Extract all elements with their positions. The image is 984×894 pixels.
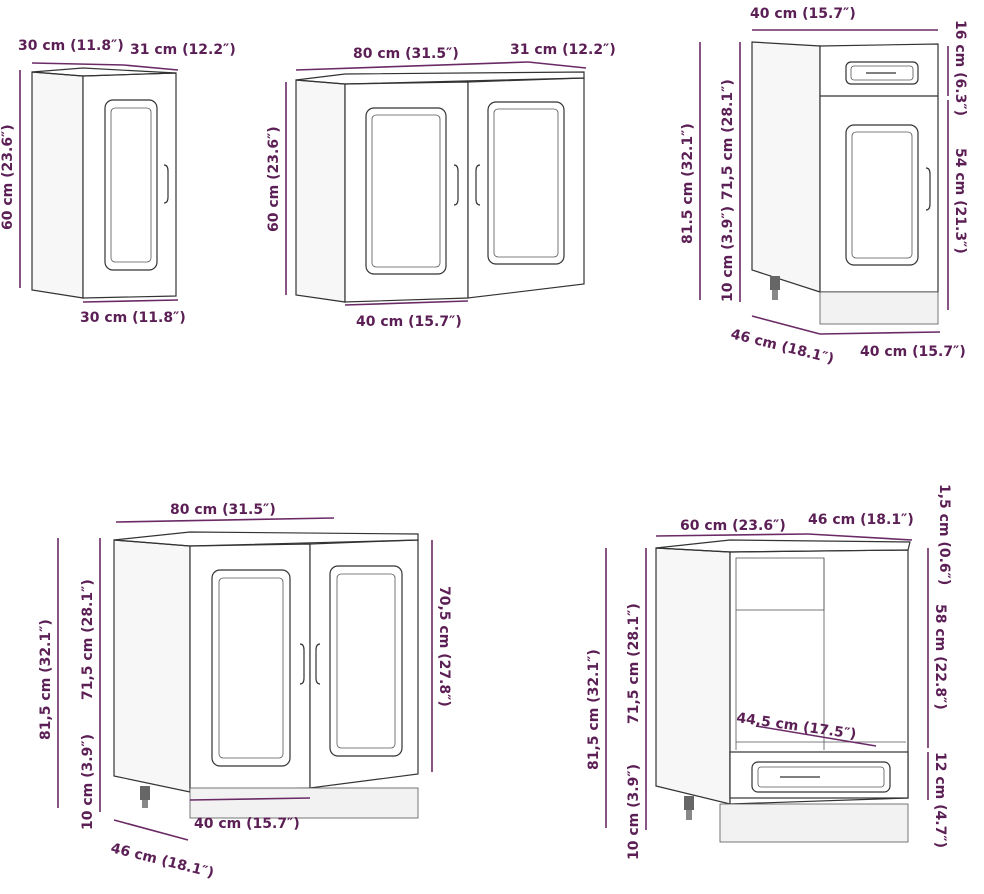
dim-door-width: 40 cm (15.7″) — [194, 816, 300, 832]
handle-icon — [315, 643, 321, 685]
wall-cabinet-80: 80 cm (31.5″) 31 cm (12.2″) 60 cm (23.6″… — [266, 42, 616, 330]
cabinet-side-panel — [655, 547, 731, 805]
dim-door-height: 54 cm (21.3″) — [952, 148, 968, 254]
dim-total-height: 81,5 cm (32.1″) — [38, 619, 54, 740]
plinth — [819, 291, 939, 325]
dim-width-top: 80 cm (31.5″) — [353, 46, 459, 62]
cabinet-side-panel — [751, 41, 821, 293]
sink-base-cabinet-80: 80 cm (31.5″) 81,5 cm (32.1″) 71,5 cm (2… — [38, 502, 452, 881]
handle-icon — [299, 643, 305, 685]
dim-top-thickness: 1,5 cm (0.6″) — [936, 484, 952, 585]
dim-opening-height: 58 cm (22.8″) — [932, 604, 948, 710]
cabinet-side-panel — [31, 71, 84, 299]
dim-total-height: 81,5 cm (32.1″) — [586, 649, 602, 770]
handle-icon — [475, 164, 481, 206]
dim-height: 60 cm (23.6″) — [266, 126, 282, 232]
dim-leg-height: 10 cm (3.9″) — [720, 206, 736, 302]
dim-width-top: 30 cm (11.8″) — [18, 38, 124, 54]
cabinet-side-panel — [113, 539, 191, 793]
base-cabinet-drawer-40: 40 cm (15.7″) 81.5 cm (32.1″) 71,5 cm (2… — [680, 6, 968, 367]
dim-door-width: 40 cm (15.7″) — [356, 314, 462, 330]
cabinet-side-panel — [295, 79, 346, 303]
plinth — [189, 787, 419, 819]
handle-icon — [163, 164, 169, 204]
handle-icon — [925, 167, 931, 211]
oven-cabinet-60: 60 cm (23.6″) 46 cm (18.1″) 1,5 cm (0.6″… — [586, 484, 952, 860]
dim-leg-height: 10 cm (3.9″) — [626, 764, 642, 860]
dim-depth-top: 31 cm (12.2″) — [130, 42, 236, 58]
dim-body-height: 71,5 cm (28.1″) — [626, 603, 642, 724]
dim-drawer-height: 12 cm (4.7″) — [932, 752, 948, 848]
dim-depth-top: 46 cm (18.1″) — [808, 512, 914, 528]
dim-leg-height: 10 cm (3.9″) — [80, 734, 96, 830]
wall-cabinet-30: 30 cm (11.8″) 31 cm (12.2″) 60 cm (23.6″… — [0, 38, 236, 326]
leg-icon — [770, 276, 780, 290]
leg-icon — [684, 796, 694, 810]
dim-height: 60 cm (23.6″) — [0, 124, 16, 230]
dim-depth-top: 31 cm (12.2″) — [510, 42, 616, 58]
dim-width-bottom: 30 cm (11.8″) — [80, 310, 186, 326]
dim-width-top: 60 cm (23.6″) — [680, 518, 786, 534]
door-panel — [104, 99, 158, 271]
dim-body-height: 71,5 cm (28.1″) — [80, 579, 96, 700]
plinth — [719, 803, 909, 843]
dim-depth: 46 cm (18.1″) — [109, 840, 215, 881]
dim-drawer-height: 16 cm (6.3″) — [952, 20, 968, 116]
dim-width-top: 80 cm (31.5″) — [170, 502, 276, 518]
dim-door-height: 70,5 cm (27.8″) — [436, 586, 452, 707]
dim-body-height: 71,5 cm (28.1″) — [720, 79, 736, 200]
handle-icon — [453, 164, 459, 206]
dim-depth: 46 cm (18.1″) — [729, 326, 835, 367]
dim-width-top: 40 cm (15.7″) — [750, 6, 856, 22]
dim-total-height: 81.5 cm (32.1″) — [680, 123, 696, 244]
dim-width-bottom: 40 cm (15.7″) — [860, 344, 966, 360]
leg-icon — [140, 786, 150, 800]
